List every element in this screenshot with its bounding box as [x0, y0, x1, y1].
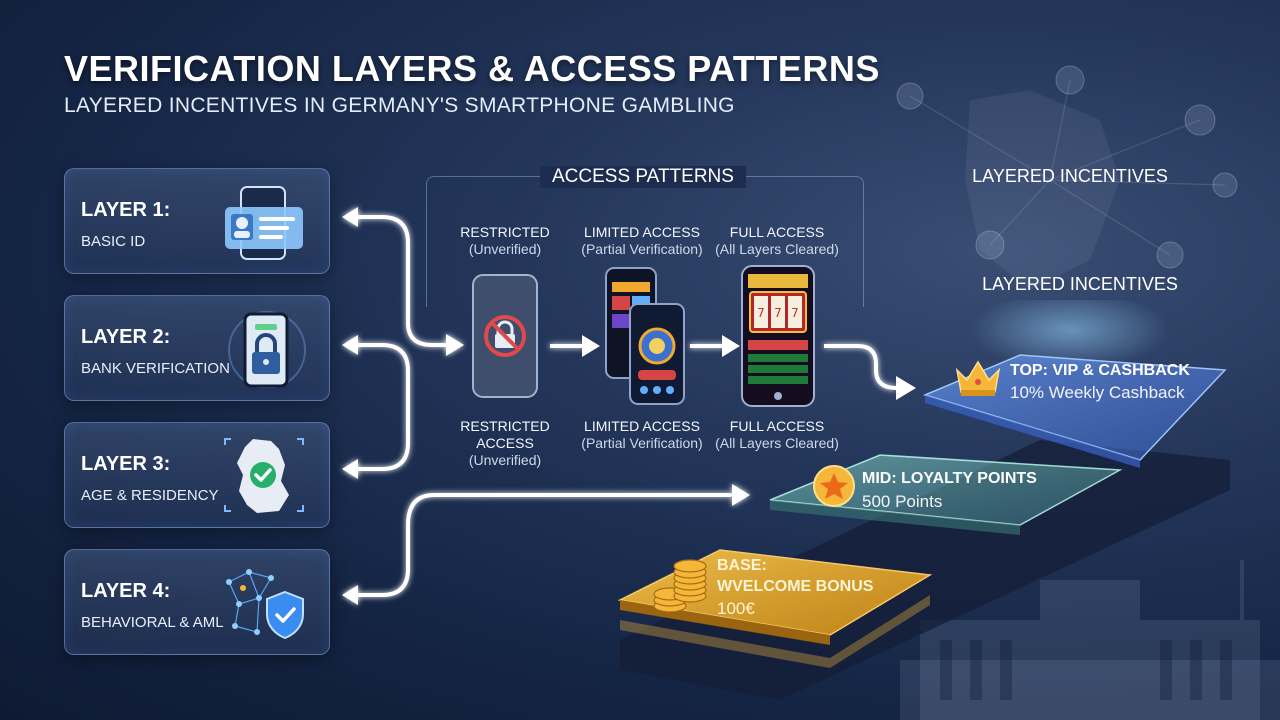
layer-card-3: LAYER 3: AGE & RESIDENCY [64, 422, 330, 528]
incentive-mid-value: 500 Points [862, 492, 943, 511]
layer-3-name: LAYER 3: [81, 453, 171, 475]
blocked-lock-icon [472, 274, 538, 398]
page-subtitle: LAYERED INCENTIVES IN GERMANY'S SMARTPHO… [64, 94, 735, 117]
incentive-platforms [617, 300, 1230, 700]
svg-text:7: 7 [757, 306, 765, 320]
layer-connector-arrows [342, 207, 750, 605]
layer-4-desc: BEHAVIORAL & AML [81, 614, 224, 631]
layer-2-name: LAYER 2: [81, 326, 171, 348]
incentive-base-title-1: BASE: [717, 557, 767, 574]
network-shield-icon [226, 569, 304, 640]
games-phone-icon [605, 267, 685, 405]
state-full-label: FULL ACCESS [729, 224, 825, 240]
id-card-phone-icon [225, 186, 303, 260]
access-flow-arrows [550, 335, 916, 400]
state-limited-label: LIMITED ACCESS [584, 224, 700, 240]
layer-card-4: LAYER 4: BEHAVIORAL & AML [64, 549, 330, 655]
layer-2-desc: BANK VERIFICATION [81, 360, 230, 377]
state-full-top-label: FULL ACCESS (All Layers Cleared) [702, 224, 852, 258]
layer-card-1: LAYER 1: BASIC ID [64, 168, 330, 274]
incentive-top-value: 10% Weekly Cashback [1010, 383, 1185, 402]
background-building-silhouette [900, 560, 1280, 720]
state-restricted-sub: (Unverified) [468, 241, 542, 257]
state-full-bottom-label: FULL ACCESS (All Layers Cleared) [702, 418, 852, 452]
slot-machine-icon: 7 7 7 [741, 265, 815, 407]
state-restricted-label: RESTRICTED [460, 224, 550, 240]
phone-padlock-icon [228, 311, 306, 388]
background-network-decoration [896, 65, 1238, 290]
incentives-heading-1: LAYERED INCENTIVES [972, 166, 1168, 186]
layer-card-2: LAYER 2: BANK VERIFICATION [64, 295, 330, 401]
access-patterns-title: ACCESS PATTERNS [540, 166, 746, 188]
state-limited-sub: (Partial Verification) [581, 241, 703, 257]
coin-stack-icon [653, 559, 707, 613]
state-limited-bottom-title: LIMITED ACCESS [584, 418, 700, 434]
page-title: VERIFICATION LAYERS & ACCESS PATTERNS [64, 48, 880, 89]
state-restricted-top-label: RESTRICTED (Unverified) [430, 224, 580, 258]
star-badge-icon [813, 465, 855, 507]
state-limited-top-label: LIMITED ACCESS (Partial Verification) [567, 224, 717, 258]
svg-text:7: 7 [791, 306, 799, 320]
svg-text:7: 7 [774, 306, 782, 320]
crown-icon [955, 360, 1001, 396]
incentive-mid-title: MID: LOYALTY POINTS [862, 470, 1037, 487]
incentive-top-title: TOP: VIP & CASHBACK [1010, 362, 1190, 379]
state-full-bottom-sub: (All Layers Cleared) [715, 435, 839, 451]
layer-4-name: LAYER 4: [81, 580, 171, 602]
incentive-base-title-2: WVELCOME BONUS [717, 578, 874, 595]
state-full-bottom-title: FULL ACCESS [729, 418, 825, 434]
state-restricted-bottom-sub: (Unverified) [468, 452, 542, 468]
state-restricted-bottom-title: RESTRICTED ACCESS [460, 418, 550, 451]
layer-1-desc: BASIC ID [81, 233, 146, 250]
state-limited-bottom-label: LIMITED ACCESS (Partial Verification) [567, 418, 717, 452]
layer-1-name: LAYER 1: [81, 199, 171, 221]
incentives-heading-2: LAYERED INCENTIVES [982, 274, 1178, 294]
state-restricted-bottom-label: RESTRICTED ACCESS (Unverified) [430, 418, 580, 469]
germany-map-check-icon [224, 438, 304, 513]
state-full-sub: (All Layers Cleared) [715, 241, 839, 257]
incentive-base-value: 100€ [717, 599, 755, 618]
state-limited-bottom-sub: (Partial Verification) [581, 435, 703, 451]
layer-3-desc: AGE & RESIDENCY [81, 487, 219, 504]
